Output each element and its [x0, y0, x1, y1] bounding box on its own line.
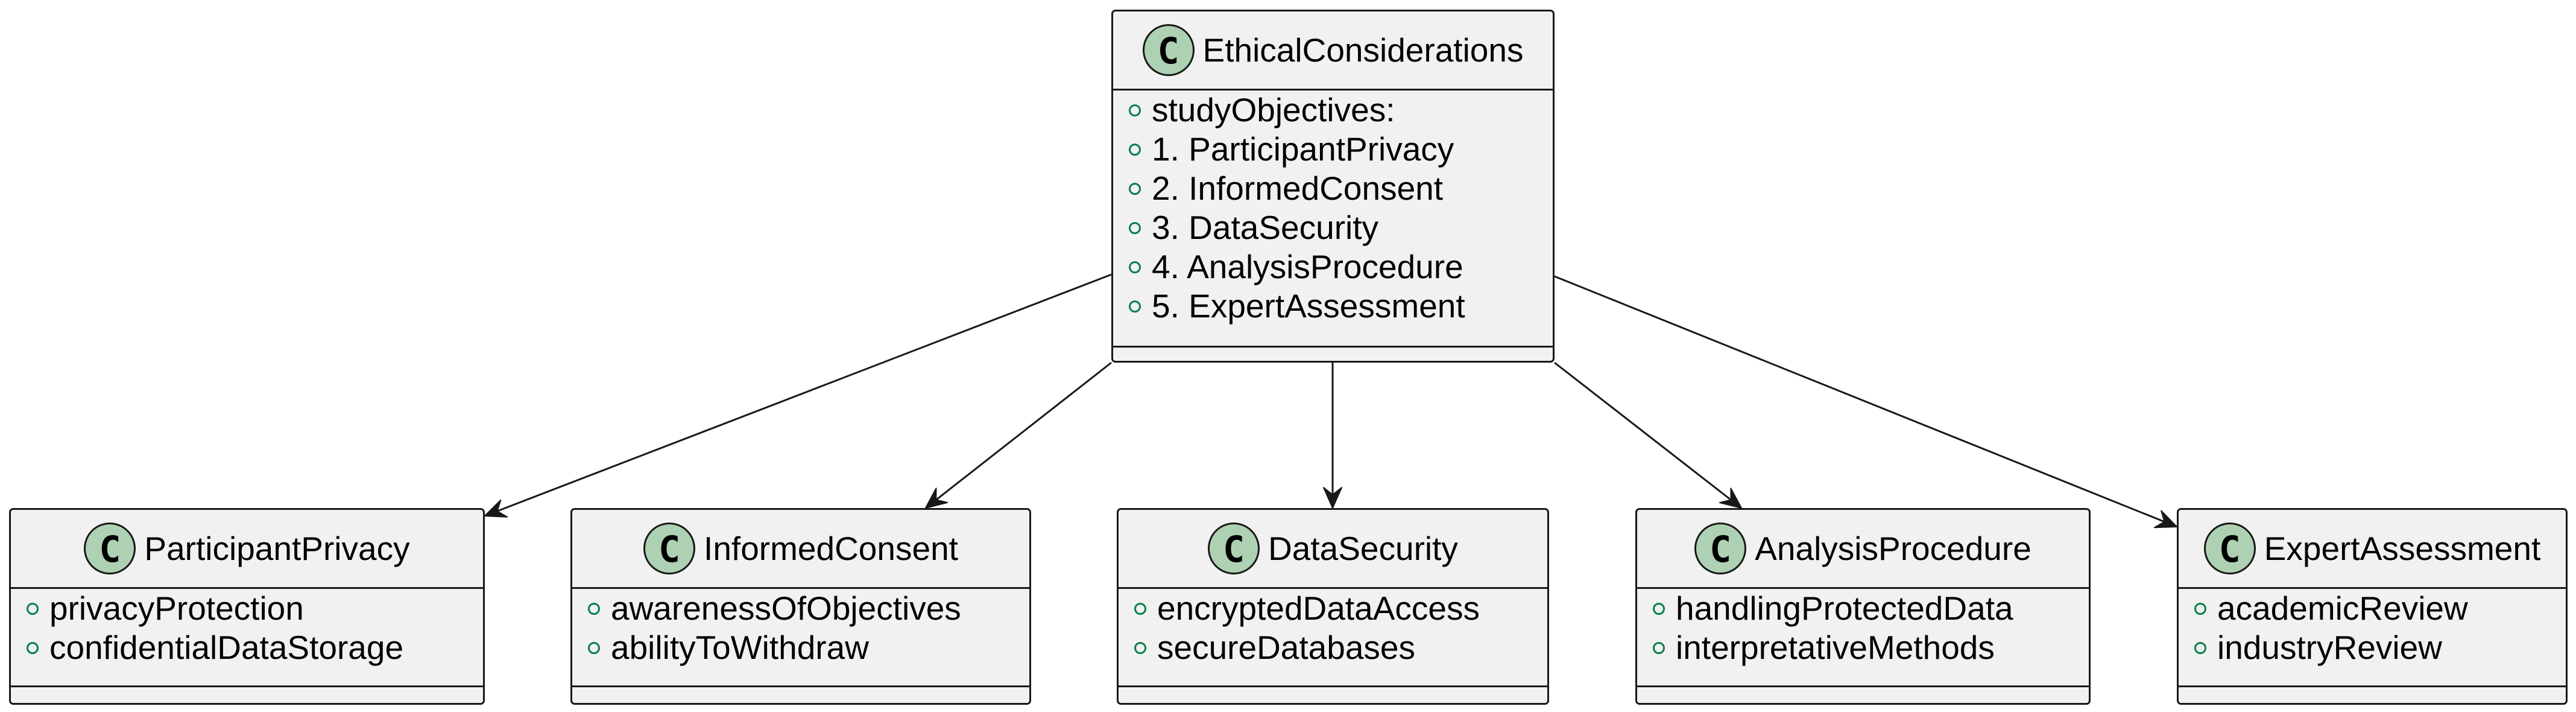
public-visibility-icon — [27, 641, 39, 654]
class-name: EthicalConsiderations — [1202, 31, 1524, 69]
association-arrow-analysis-procedure — [1554, 361, 1742, 509]
class-stereotype-icon: C — [84, 523, 136, 574]
class-methods-divider — [1637, 685, 2089, 687]
attribute-text: 5. ExpertAssessment — [1152, 287, 1465, 325]
attribute-text: abilityToWithdraw — [611, 629, 869, 666]
arrow-line — [935, 361, 1112, 501]
attribute-text: awarenessOfObjectives — [611, 590, 961, 627]
class-stereotype-icon: C — [2203, 523, 2256, 574]
class-methods-divider — [572, 685, 1029, 687]
class-header: C ExpertAssessment — [2179, 510, 2566, 589]
attribute-text: 1. ParticipantPrivacy — [1152, 130, 1454, 168]
public-visibility-icon — [1129, 221, 1141, 234]
class-stereotype-letter: C — [1223, 529, 1245, 571]
arrowhead-icon — [1719, 488, 1742, 509]
class-header: C InformedConsent — [572, 510, 1029, 589]
public-visibility-icon — [588, 602, 600, 615]
public-visibility-icon — [1653, 641, 1665, 654]
public-visibility-icon — [1134, 641, 1146, 654]
arrow-line — [496, 273, 1112, 512]
class-attribute: studyObjectives: — [1129, 91, 1395, 130]
attribute-text: handlingProtectedData — [1676, 590, 2013, 627]
attribute-text: 3. DataSecurity — [1152, 209, 1379, 246]
class-stereotype-letter: C — [1709, 529, 1732, 571]
attribute-text: 4. AnalysisProcedure — [1152, 248, 1463, 285]
class-name: AnalysisProcedure — [1755, 529, 2031, 567]
attribute-text: interpretativeMethods — [1676, 629, 1995, 666]
public-visibility-icon — [2194, 602, 2206, 615]
class-stereotype-letter: C — [2218, 529, 2241, 571]
attribute-text: academicReview — [2217, 590, 2468, 627]
class-header: C AnalysisProcedure — [1637, 510, 2089, 589]
public-visibility-icon — [588, 641, 600, 654]
class-attribute: abilityToWithdraw — [588, 628, 869, 667]
class-name: DataSecurity — [1268, 529, 1458, 567]
class-attribute: encryptedDataAccess — [1134, 589, 1480, 628]
class-attribute: industryReview — [2194, 628, 2442, 667]
class-stereotype-icon: C — [1142, 24, 1195, 76]
arrowhead-icon — [1323, 487, 1342, 509]
public-visibility-icon — [1653, 602, 1665, 615]
class-attribute: 3. DataSecurity — [1129, 208, 1378, 247]
association-arrow-informed-consent — [925, 361, 1112, 509]
arrowhead-icon — [2153, 510, 2177, 529]
association-arrow-expert-assessment — [1554, 275, 2177, 529]
public-visibility-icon — [2194, 641, 2206, 654]
class-stereotype-letter: C — [99, 529, 121, 571]
arrowhead-icon — [484, 499, 508, 518]
class-methods-divider — [11, 685, 483, 687]
class-stereotype-letter: C — [1157, 30, 1179, 72]
public-visibility-icon — [1134, 602, 1146, 615]
class-header: C EthicalConsiderations — [1113, 11, 1553, 91]
attribute-text: privacyProtection — [49, 590, 304, 627]
class-attribute: handlingProtectedData — [1653, 589, 2013, 628]
class-attribute: 1. ParticipantPrivacy — [1129, 130, 1454, 169]
class-stereotype-icon: C — [643, 523, 696, 574]
class-attribute: 5. ExpertAssessment — [1129, 287, 1465, 326]
class-attribute: awarenessOfObjectives — [588, 589, 961, 628]
public-visibility-icon — [1129, 300, 1141, 313]
arrow-line — [1554, 361, 1732, 501]
class-attribute: confidentialDataStorage — [27, 628, 403, 667]
class-attribute: privacyProtection — [27, 589, 304, 628]
attribute-text: secureDatabases — [1157, 629, 1416, 666]
attribute-text: encryptedDataAccess — [1157, 590, 1480, 627]
attribute-text: 2. InformedConsent — [1152, 170, 1444, 207]
association-arrow-participant-privacy — [484, 273, 1112, 518]
public-visibility-icon — [1129, 182, 1141, 195]
attribute-text: industryReview — [2217, 629, 2442, 666]
class-header: C DataSecurity — [1119, 510, 1547, 589]
class-header: C ParticipantPrivacy — [11, 510, 483, 589]
attribute-text: studyObjectives: — [1152, 91, 1395, 129]
class-stereotype-icon: C — [1208, 523, 1260, 574]
public-visibility-icon — [1129, 261, 1141, 273]
class-attribute: 4. AnalysisProcedure — [1129, 247, 1463, 287]
public-visibility-icon — [1129, 104, 1141, 116]
arrow-line — [1554, 275, 2165, 523]
class-attribute: interpretativeMethods — [1653, 628, 1995, 667]
public-visibility-icon — [1129, 143, 1141, 156]
association-arrow-data-security — [1323, 363, 1342, 509]
class-attribute: secureDatabases — [1134, 628, 1415, 667]
class-stereotype-icon: C — [1694, 523, 1747, 574]
class-name: ExpertAssessment — [2264, 529, 2541, 567]
class-box-ethical-considerations[interactable]: C EthicalConsiderations studyObjectives:1.… — [1111, 10, 1555, 363]
class-attribute: 2. InformedConsent — [1129, 169, 1443, 208]
class-stereotype-letter: C — [658, 529, 681, 571]
attribute-text: confidentialDataStorage — [49, 629, 404, 666]
class-attribute: academicReview — [2194, 589, 2468, 628]
class-methods-divider — [1113, 346, 1553, 348]
class-name: InformedConsent — [704, 529, 958, 567]
arrowhead-icon — [925, 488, 948, 509]
class-name: ParticipantPrivacy — [144, 529, 410, 567]
class-methods-divider — [1119, 685, 1547, 687]
public-visibility-icon — [27, 602, 39, 615]
class-methods-divider — [2179, 685, 2566, 687]
